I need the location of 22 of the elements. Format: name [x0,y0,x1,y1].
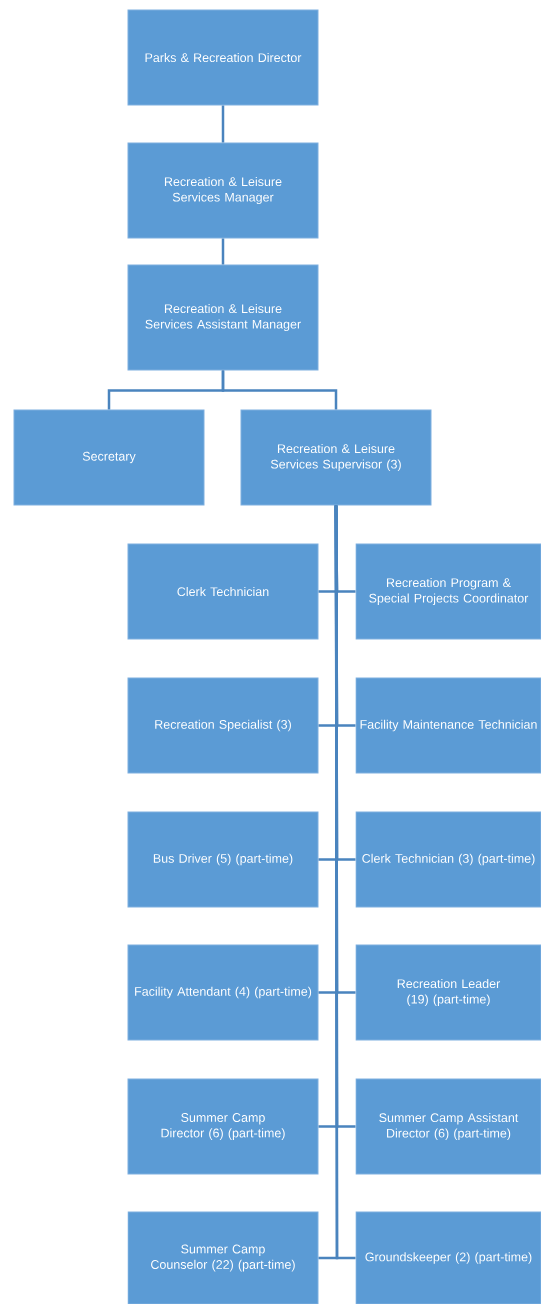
position-box: Groundskeeper (2) (part-time) [355,1211,541,1304]
position-box: Summer Camp Director (6) (part-time) [127,1078,319,1175]
position-box: Recreation & Leisure Services Assistant Manager [127,264,319,371]
position-box: Bus Driver (5) (part-time) [127,811,319,908]
connector-line [221,238,225,265]
position-box: Recreation & Leisure Services Manager [127,142,319,239]
position-box: Summer Camp Counselor (22) (part-time) [127,1211,319,1304]
position-box: Facility Attendant (4) (part-time) [127,944,319,1041]
position-box: Secretary [13,409,205,506]
position-box: Recreation Leader (19) (part-time) [355,944,541,1041]
position-box: Parks & Recreation Director [127,9,319,106]
connector-line [334,505,356,593]
connector-line [221,105,225,143]
connector-line [221,370,338,410]
position-box: Recreation Specialist (3) [127,677,319,774]
position-box: Clerk Technician [127,543,319,640]
position-box: Recreation Program & Special Projects Coordinator [355,543,541,640]
position-box: Clerk Technician (3) (part-time) [355,811,541,908]
position-box: Recreation & Leisure Services Supervisor (3) [240,409,432,506]
position-box: Summer Camp Assistant Director (6) (part-time) [355,1078,541,1175]
connector-line [334,505,356,1260]
position-box: Facility Maintenance Technician [355,677,541,774]
